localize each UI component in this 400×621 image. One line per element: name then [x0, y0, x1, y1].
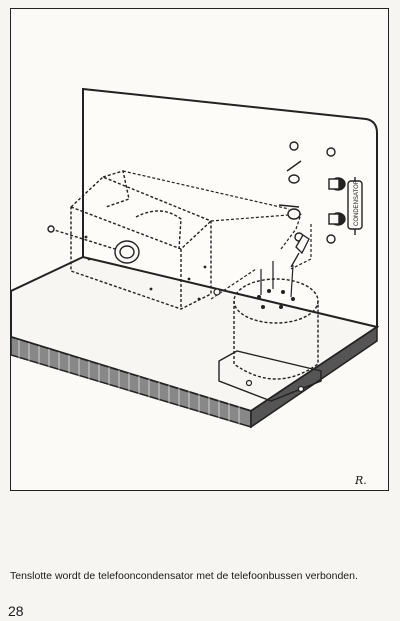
condenser-label: CONDENSATOR: [354, 179, 360, 226]
coil-former: [233, 278, 319, 380]
figure-caption: Tenslotte wordt de telefooncondensator m…: [10, 570, 358, 582]
coil-pins: [257, 289, 295, 309]
artist-signature: R.: [355, 474, 367, 487]
wiring: [122, 170, 312, 300]
phone-sockets: [328, 177, 346, 226]
plug: [290, 234, 310, 268]
radio-assembly-drawing: CONDENSATOR: [11, 87, 380, 429]
variable-capacitor: [70, 170, 212, 310]
baseboard-screws: [213, 288, 305, 393]
illustration-frame: CONDENSATOR R.: [10, 8, 389, 491]
page-number: 28: [8, 603, 24, 619]
baseboard-side-edge: [250, 325, 378, 429]
phone-condenser: CONDENSATOR: [347, 177, 363, 235]
tuning-knob: [47, 225, 140, 264]
capacitor-holes: [84, 235, 207, 301]
panel-terminals: [278, 141, 336, 244]
coil-base: [218, 350, 322, 402]
